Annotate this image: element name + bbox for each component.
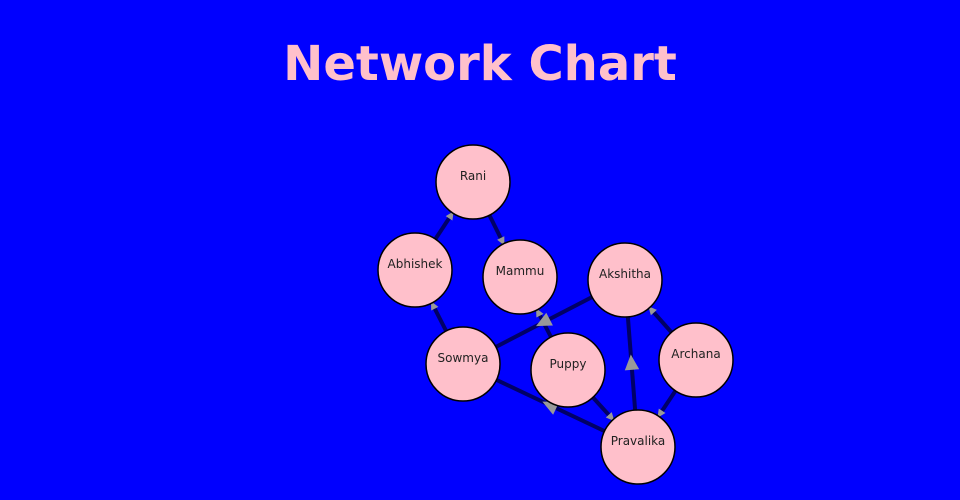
- node-circle[interactable]: [600, 409, 676, 485]
- node-label: Pravalika: [611, 434, 666, 448]
- node-circle[interactable]: [482, 239, 558, 315]
- node-abhishek[interactable]: Abhishek: [377, 232, 453, 308]
- node-circle[interactable]: [377, 232, 453, 308]
- node-label: Rani: [460, 169, 486, 183]
- arrow-icon: [624, 354, 640, 371]
- node-akshitha[interactable]: Akshitha: [587, 242, 663, 318]
- node-label: Abhishek: [388, 257, 443, 271]
- chart-title: Network Chart: [283, 36, 677, 92]
- node-archana[interactable]: Archana: [658, 322, 734, 398]
- node-circle[interactable]: [658, 322, 734, 398]
- node-sowmya[interactable]: Sowmya: [425, 326, 501, 402]
- arrow-icon: [445, 211, 454, 221]
- arrow-icon: [497, 236, 505, 246]
- arrow-icon: [536, 308, 544, 318]
- node-mammu[interactable]: Mammu: [482, 239, 558, 315]
- arrow-icon: [648, 306, 657, 316]
- arrow-icon: [657, 408, 666, 418]
- node-pravalika[interactable]: Pravalika: [600, 409, 676, 485]
- node-label: Mammu: [496, 264, 545, 278]
- node-circle[interactable]: [425, 326, 501, 402]
- node-label: Sowmya: [438, 351, 489, 365]
- node-label: Akshitha: [599, 267, 651, 281]
- node-circle[interactable]: [587, 242, 663, 318]
- arrow-icon: [605, 412, 615, 422]
- node-circle[interactable]: [435, 144, 511, 220]
- node-label: Puppy: [550, 357, 587, 371]
- node-rani[interactable]: Rani: [435, 144, 511, 220]
- arrow-icon: [536, 312, 553, 327]
- node-puppy[interactable]: Puppy: [530, 332, 606, 408]
- node-label: Archana: [671, 347, 720, 361]
- node-circle[interactable]: [530, 332, 606, 408]
- arrow-icon: [430, 301, 439, 311]
